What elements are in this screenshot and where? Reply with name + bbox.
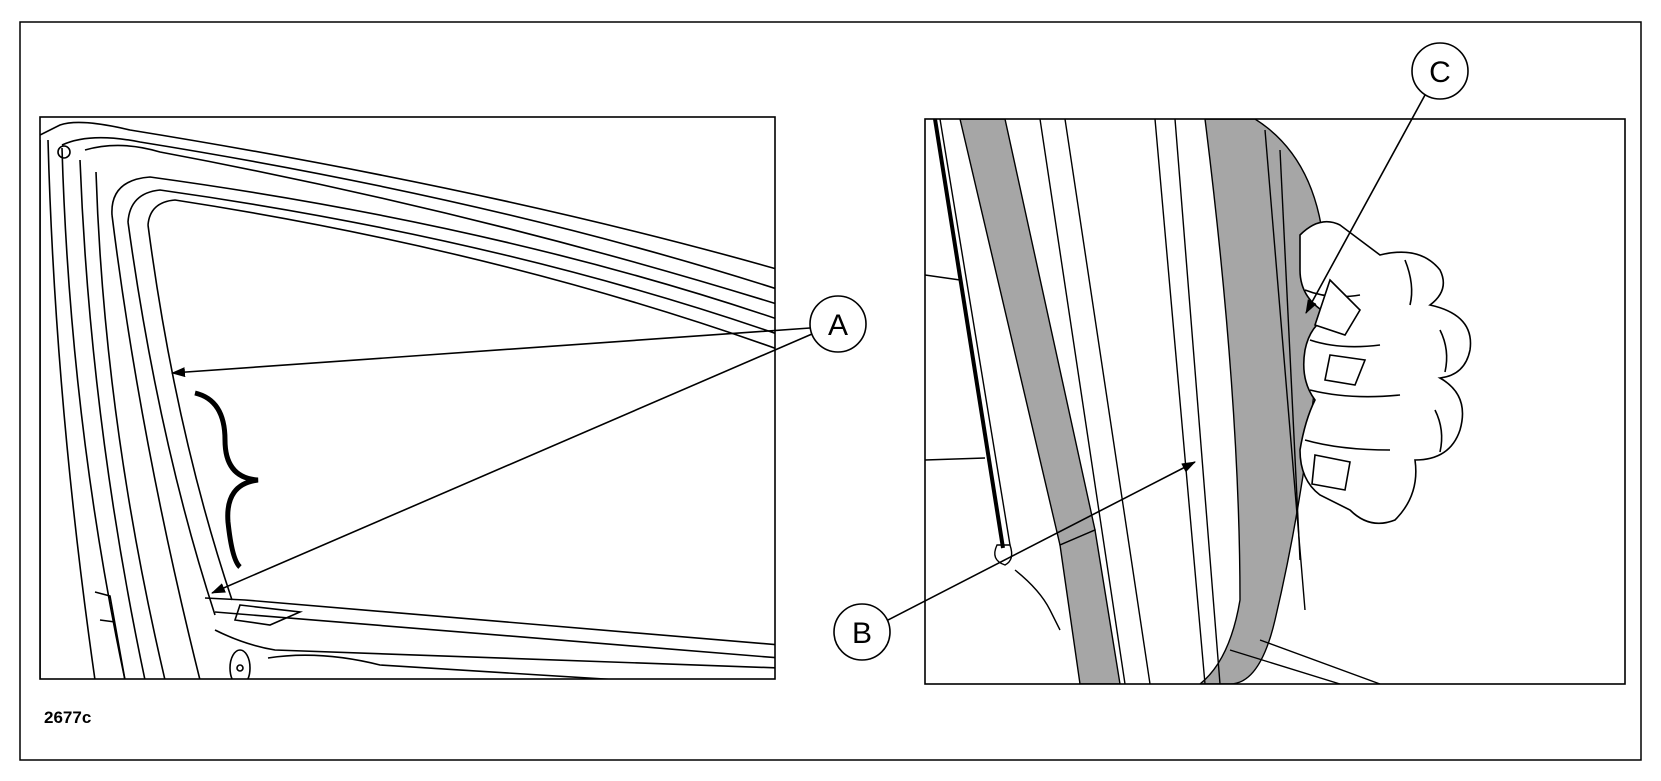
seal-zone-bracket — [194, 390, 259, 569]
callout-c-label: C — [1429, 56, 1451, 89]
callout-a-circle — [809, 295, 867, 353]
figure-code: 2677c — [44, 708, 92, 727]
left-panel — [39, 116, 776, 680]
callout-c-circle — [1411, 42, 1469, 100]
right-panel-border — [924, 118, 1626, 685]
left-panel-border — [39, 116, 776, 680]
hand — [1299, 220, 1472, 525]
callout-a-arrow-upper — [171, 327, 811, 378]
callout-a-label: A — [828, 309, 848, 342]
outer-frame — [19, 21, 1642, 761]
callout-b-arrow — [887, 461, 1196, 621]
door-frame-outer — [40, 121, 775, 270]
callout-b-label: B — [852, 617, 872, 650]
seal-strip-right — [1198, 119, 1326, 684]
callout-c-arrow — [1305, 94, 1426, 314]
right-panel — [924, 118, 1626, 685]
callout-a: A — [171, 295, 867, 594]
callout-b-circle — [833, 603, 891, 661]
callout-b: B — [833, 461, 1196, 661]
callout-a-arrow-lower — [211, 333, 813, 594]
callout-c: C — [1305, 42, 1469, 314]
window-opening — [111, 176, 775, 320]
